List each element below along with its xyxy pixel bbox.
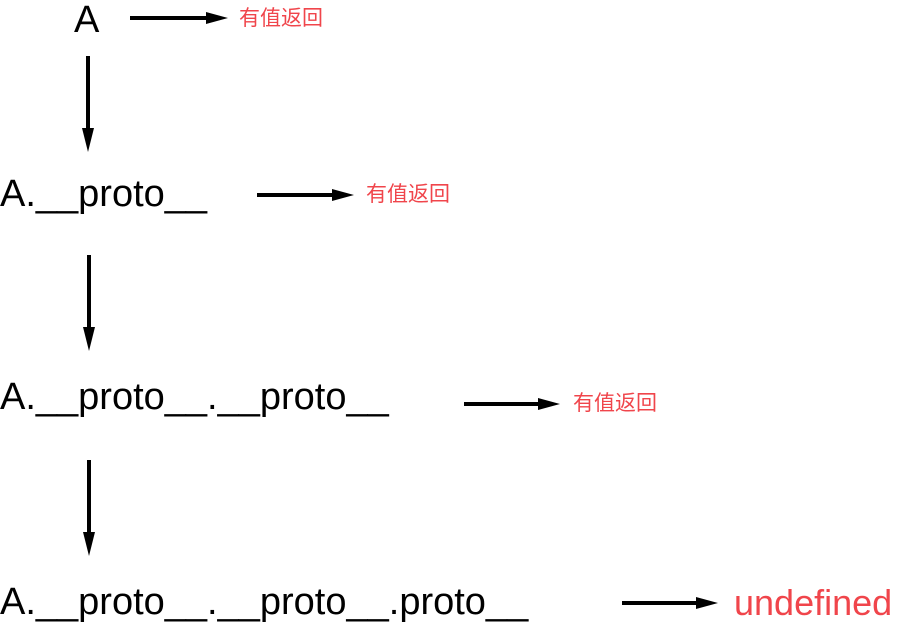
arrow-right-2 (257, 189, 354, 201)
arrow-down-2 (83, 255, 95, 351)
result-label-undefined: undefined (734, 582, 893, 623)
arrow-down-3 (83, 460, 95, 556)
result-label-3: 有值返回 (573, 391, 657, 415)
arrow-right-3 (464, 398, 560, 410)
result-label-2: 有值返回 (366, 182, 450, 206)
result-label-1: 有值返回 (239, 6, 323, 30)
node-a-proto-proto-proto: A.__proto__.__proto__.proto__ (0, 581, 529, 623)
node-a-proto: A.__proto__ (0, 173, 208, 215)
node-a: A (74, 0, 100, 41)
arrow-right-1 (130, 12, 228, 24)
arrow-down-1 (82, 56, 94, 152)
arrow-right-4 (622, 597, 718, 609)
node-a-proto-proto: A.__proto__.__proto__ (0, 376, 389, 418)
